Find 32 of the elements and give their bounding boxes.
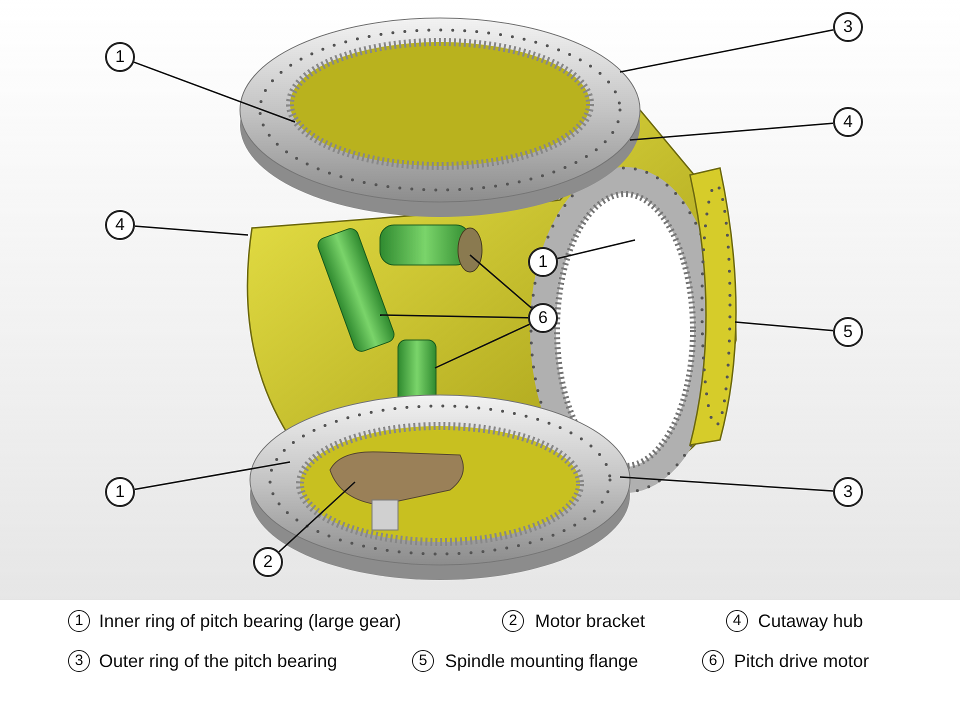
callout-number: 3: [68, 650, 90, 672]
callout-number: 2: [253, 547, 283, 577]
callout-number: 1: [105, 477, 135, 507]
callout-number: 5: [833, 317, 863, 347]
callout-number: 4: [833, 107, 863, 137]
callout-number: 2: [502, 610, 524, 632]
key-text: Spindle mounting flange: [445, 650, 638, 672]
callout-number: 3: [833, 12, 863, 42]
leader-line: [620, 29, 834, 73]
key-text: Pitch drive motor: [734, 650, 870, 672]
callout-number: 6: [702, 650, 724, 672]
key-text: Cutaway hub: [758, 610, 864, 632]
key-text: Outer ring of the pitch bearing: [99, 650, 338, 672]
leader-line: [434, 324, 530, 369]
callout-number: 1: [68, 610, 90, 632]
callout-number: 5: [412, 650, 434, 672]
leader-line: [734, 321, 834, 332]
callout-number: 3: [833, 477, 863, 507]
leader-line: [630, 122, 834, 141]
leader-line: [134, 62, 296, 123]
callout-number: 1: [105, 42, 135, 72]
callout-number: 4: [726, 610, 748, 632]
key-text: Motor bracket: [535, 610, 646, 632]
leader-line: [134, 461, 290, 490]
leader-line: [278, 481, 356, 552]
leader-line: [557, 239, 636, 260]
callout-number: 4: [105, 210, 135, 240]
leader-line: [620, 476, 834, 492]
leader-line: [380, 314, 528, 318]
leader-line: [134, 225, 248, 236]
key-text: Inner ring of pitch bearing (large gear): [99, 610, 402, 632]
leader-line: [470, 254, 532, 309]
